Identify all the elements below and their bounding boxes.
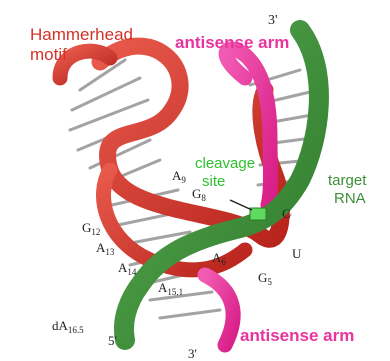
target-rna-label-line2: RNA [334, 190, 366, 207]
cleavage-arrow [230, 200, 252, 210]
nuc-g12: G12 [82, 220, 100, 237]
nuc-a9: A9 [172, 168, 186, 185]
nuc-g5: G5 [258, 270, 272, 287]
end-3-bottom: 3' [188, 346, 197, 361]
nuc-a15: A15.1 [158, 280, 183, 297]
nuc-c: C [282, 206, 291, 221]
cleavage-label-line1: cleavage [195, 155, 255, 172]
hammerhead-label-line2: motif [30, 45, 67, 64]
target-rna-label-line1: target [328, 172, 367, 189]
antisense-label-top: antisense arm [175, 33, 289, 52]
end-3-top: 3' [268, 13, 278, 28]
nuc-u: U [292, 246, 302, 261]
antisense-ribbon-top [226, 49, 270, 205]
hammerhead-label-line1: Hammerhead [30, 25, 133, 44]
nuc-a13: A13 [96, 240, 115, 257]
end-5-bottom: 5' [108, 333, 117, 348]
cleavage-site-marker [250, 208, 266, 220]
cleavage-label-line2: site [202, 173, 225, 190]
nuc-a6: A6 [212, 250, 226, 267]
antisense-label-bottom: antisense arm [240, 326, 354, 345]
nuc-da16: dA16.5 [52, 318, 84, 335]
